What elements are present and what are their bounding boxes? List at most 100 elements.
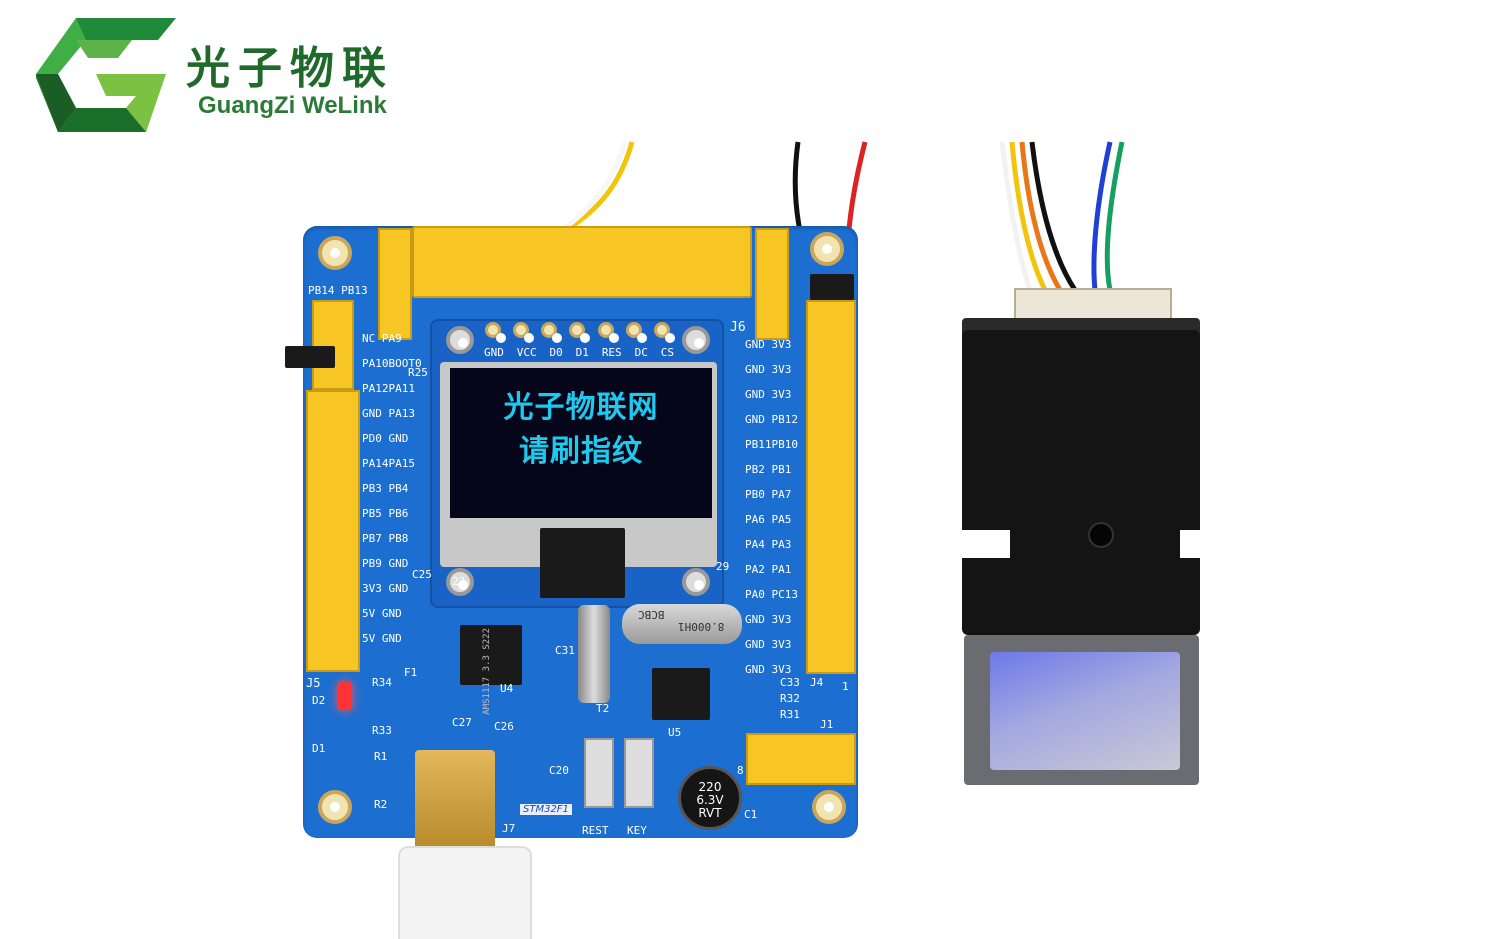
oled-pin-labels: GND VCC D0 D1 RES DC CS [484,346,674,359]
pin-label: GND 3V3 [745,388,792,401]
key-label: KEY [627,824,647,837]
pin-label: PB5 PB6 [362,507,409,520]
mounting-hole [682,326,710,354]
d1-label: D1 [312,742,326,755]
sensor-notch-left [960,530,1010,558]
pin8-label: 8 [737,764,744,777]
jumper-cap [285,346,335,368]
c27-label: C27 [452,716,472,729]
pin-label: 3V3 GND [362,582,409,595]
pin-label: PB11PB10 [745,438,798,451]
pin-label: PA14PA15 [362,457,415,470]
oled-pin-label: D1 [575,346,589,359]
pin1-label: 1 [842,680,849,693]
pin-label: GND 3V3 [745,338,792,351]
pin-label: PA4 PA3 [745,538,792,551]
pin-label: GND 3V3 [745,363,792,376]
cap-type: RVT [698,806,722,820]
ldo-marking: AMS1117 3.3 S222 [482,628,492,715]
reset-button[interactable] [584,738,614,808]
crystal-freq: 8.000H1 [678,620,725,633]
mounting-hole [812,790,846,824]
small-header-right [755,228,789,340]
oled-text-line1: 光子物联网 [503,390,659,425]
guangzi-g-logo-icon [36,18,176,132]
r34-label: R34 [372,676,392,689]
brand-name-english: GuangZi WeLink [198,92,387,119]
oled-pin-label: GND [484,346,504,359]
j6-label: J6 [730,320,746,335]
oled-screen: 光子物联网 请刷指纹 [450,368,712,518]
mounting-hole [318,236,352,270]
pin-label: PA0 PC13 [745,588,798,601]
mounting-hole [810,232,844,266]
pin-label: GND 3V3 [745,638,792,651]
crystal-brand: BCBC [638,608,665,621]
main-crystal: BCBC 8.000H1 [622,604,742,644]
pin-label: PB2 PB1 [745,463,792,476]
pin-label: PA2 PA1 [745,563,792,576]
pin-label: PB14 PB13 [308,284,368,297]
pin-label: PB3 PB4 [362,482,409,495]
pin-label: PA10BOOT0 [362,357,422,370]
mini-usb-connector [415,750,495,850]
fingerprint-sensor [962,330,1200,635]
key-button[interactable] [624,738,654,808]
brand-logo: 光子物联 GuangZi WeLink [36,18,436,138]
c25-label: C25 [412,568,432,581]
oled-pin-label: D0 [549,346,563,359]
t2-label: T2 [596,702,610,715]
fingerprint-scan-area[interactable] [990,652,1180,770]
c33-label: C33 [780,676,800,689]
r33-label: R33 [372,724,392,737]
pin-label: NC PA9 [362,332,402,345]
pin-label: PA12PA11 [362,382,415,395]
usb-cable [398,846,532,939]
pin-label: PB0 PA7 [745,488,792,501]
pin-label: GND 3V3 [745,663,792,676]
oled-pin-label: DC [634,346,648,359]
pin-label: GND 3V3 [745,613,792,626]
small-header-left [378,228,412,340]
oled-pin-label: VCC [516,346,537,359]
pin-label: PA6 PA5 [745,513,792,526]
c1-label: C1 [744,808,758,821]
oled-pin-label: CS [660,346,674,359]
oled-pin-label: RES [601,346,622,359]
c26-label: C26 [494,720,514,733]
j7-label: J7 [502,822,516,835]
clock-crystal-small [578,605,610,703]
oled-text-line2: 请刷指纹 [519,434,643,469]
left-pin-labels: NC PA9 PA10BOOT0 PA12PA11 GND PA13 PD0 G… [362,332,442,657]
r25-label: R25 [408,366,428,379]
oled-header-pins [485,322,675,343]
right-pin-header [806,300,856,674]
ldo-regulator [460,625,522,685]
left-pin-header [306,390,360,672]
f1-label: F1 [404,666,418,679]
j5-label: J5 [306,676,321,690]
u5-label: U5 [668,726,682,739]
jumper-header [312,300,354,390]
pin-label: PB7 PB8 [362,532,409,545]
u23-label: 23 [452,575,466,588]
u5-chip [652,668,710,720]
stm32-label: STM32F1 [520,804,572,815]
pin-label: PD0 GND [362,432,409,445]
electrolytic-capacitor: 220 6.3V RVT [678,766,742,830]
r29-label: 29 [716,560,730,573]
brand-name-chinese: 光子物联 [186,43,394,94]
mounting-hole [446,568,474,596]
d2-label: D2 [312,694,326,707]
mounting-hole [318,790,352,824]
power-connector [810,274,854,300]
cap-voltage: 6.3V [696,793,724,807]
top-box-header [412,226,752,298]
r32-label: R32 [780,692,800,705]
mounting-hole [446,326,474,354]
pin-label: GND PB12 [745,413,798,426]
r31-label: R31 [780,708,800,721]
pin-label: PB9 GND [362,557,409,570]
c31-label: C31 [555,644,575,657]
pin-label: 5V GND [362,607,402,620]
